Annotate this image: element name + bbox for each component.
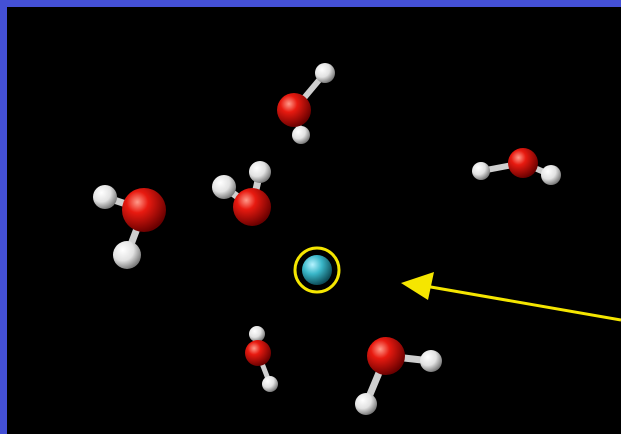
hydrogen-atom: [262, 376, 278, 392]
hydrogen-atom: [249, 326, 265, 342]
water-molecule: [245, 326, 278, 392]
hydrogen-atom: [420, 350, 442, 372]
oxygen-atom: [367, 337, 405, 375]
hydrogen-atom: [355, 393, 377, 415]
arrow-shaft: [424, 284, 621, 322]
oxygen-atom: [122, 188, 166, 232]
hydrogen-atom: [541, 165, 561, 185]
hydrogen-atom: [113, 241, 141, 269]
hydrogen-atom: [212, 175, 236, 199]
molecular-scene: [93, 63, 621, 415]
ion-highlight-circle: [293, 246, 341, 294]
water-molecule: [355, 337, 442, 415]
central-ion: [293, 246, 341, 294]
arrow-head: [401, 272, 434, 300]
annotation-arrow: [401, 272, 621, 322]
hydrogen-atom: [93, 185, 117, 209]
oxygen-atom: [245, 340, 271, 366]
molecular-scene-frame: [7, 7, 621, 434]
hydrogen-atom: [315, 63, 335, 83]
hydrogen-atom: [472, 162, 490, 180]
water-molecule: [212, 161, 271, 226]
oxygen-atom: [508, 148, 538, 178]
hydrogen-atom: [292, 126, 310, 144]
oxygen-atom: [277, 93, 311, 127]
hydrogen-atom: [249, 161, 271, 183]
water-molecule: [93, 185, 166, 269]
water-molecule: [472, 148, 561, 185]
oxygen-atom: [233, 188, 271, 226]
ion-atom: [302, 255, 332, 285]
water-molecule: [277, 63, 335, 144]
